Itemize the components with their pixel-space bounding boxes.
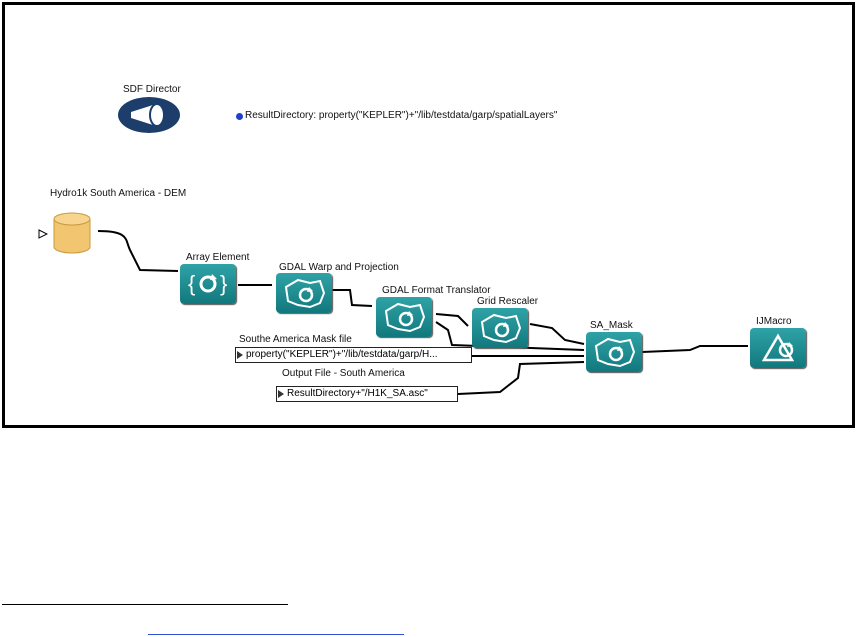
wire-format-to-rescaler — [435, 313, 469, 327]
mask-file-label: Southe America Mask file — [239, 334, 352, 345]
ijmacro-label: IJMacro — [756, 316, 792, 327]
input-port-triangle-icon — [278, 390, 284, 398]
database-icon[interactable] — [51, 212, 93, 254]
gdal-format-actor[interactable] — [376, 297, 432, 337]
result-directory-parameter[interactable]: ResultDirectory: property("KEPLER")+"/li… — [245, 110, 558, 121]
australia-map-icon — [384, 302, 426, 333]
sa-mask-label: SA_Mask — [590, 320, 633, 331]
gdal-format-label: GDAL Format Translator — [382, 285, 491, 296]
director-label: SDF Director — [123, 84, 181, 95]
sa-mask-actor[interactable] — [586, 332, 642, 372]
output-file-label: Output File - South America — [282, 368, 405, 379]
wire-rescaler-to-mask — [529, 323, 585, 345]
input-port-triangle-icon — [38, 226, 49, 244]
ijmacro-actor[interactable] — [750, 328, 806, 368]
connection-wires — [97, 230, 748, 395]
svg-text:}: } — [220, 271, 227, 296]
footnote-link-underline — [148, 634, 404, 635]
wire-mask-to-ijmacro — [641, 345, 748, 353]
mask-file-value: property("KEPLER")+"/lib/testdata/garp/H… — [246, 349, 438, 360]
australia-map-icon — [594, 337, 636, 368]
mask-file-constant[interactable]: property("KEPLER")+"/lib/testdata/garp/H… — [235, 347, 472, 363]
output-file-constant[interactable]: ResultDirectory+"/H1K_SA.asc" — [276, 386, 458, 402]
gdal-warp-label: GDAL Warp and Projection — [279, 262, 399, 273]
australia-map-icon — [284, 278, 326, 309]
input-port-triangle-icon — [237, 351, 243, 359]
parameter-dot-icon — [236, 113, 243, 120]
wire-output-to-mask — [457, 361, 585, 395]
wire-warp-to-format — [332, 289, 373, 307]
array-element-actor[interactable]: { } — [180, 264, 236, 304]
grid-rescaler-label: Grid Rescaler — [477, 296, 539, 307]
output-file-value: ResultDirectory+"/H1K_SA.asc" — [287, 388, 428, 399]
wire-dem-to-array — [97, 230, 179, 272]
refresh-icon: { } — [188, 271, 227, 296]
dem-label: Hydro1k South America - DEM — [50, 188, 187, 199]
australia-map-icon — [480, 313, 522, 344]
svg-text:{: { — [188, 271, 195, 296]
footnote-separator — [2, 604, 288, 605]
sdf-director-icon[interactable] — [117, 96, 181, 134]
gdal-warp-actor[interactable] — [276, 273, 332, 313]
triangle-refresh-icon — [761, 333, 795, 362]
grid-rescaler-actor[interactable] — [472, 308, 528, 348]
array-element-label: Array Element — [186, 252, 250, 263]
